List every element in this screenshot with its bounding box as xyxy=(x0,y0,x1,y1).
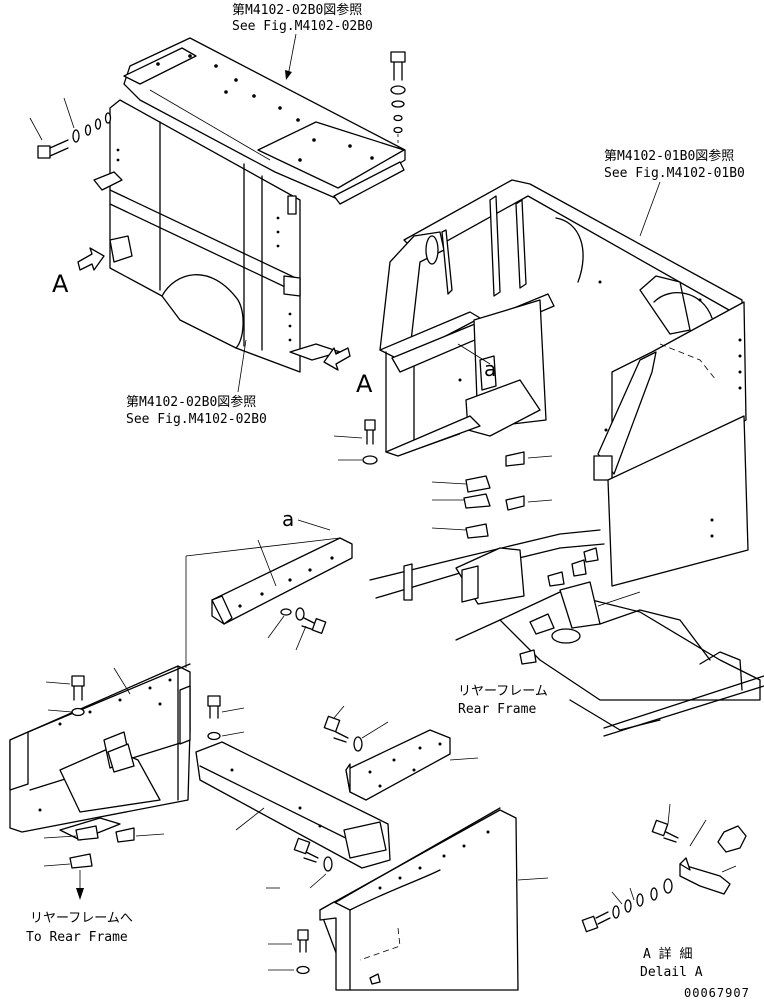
bolt-left-horizontal xyxy=(29,97,112,159)
ref-mid-jp: 第M4102-02B0図参照 xyxy=(126,394,256,410)
guide-line-2 xyxy=(185,537,341,557)
detail-a-drawing xyxy=(581,803,747,933)
drawing-number: 00067907 xyxy=(684,986,750,1000)
rear-frame-en: Rear Frame xyxy=(458,702,536,717)
rear-frame-partial xyxy=(369,529,764,737)
lower-left-box xyxy=(9,663,191,841)
lower-center-beam xyxy=(195,741,391,869)
to-rear-frame-en: To Rear Frame xyxy=(26,930,128,945)
ref-right-en: See Fig.M4102-01B0 xyxy=(604,166,745,181)
leader-arrow xyxy=(285,70,292,80)
lower-right-fender xyxy=(319,807,549,991)
bolt-frame-left xyxy=(333,419,378,465)
detail-a-ref: a xyxy=(282,507,294,531)
bolt-lower-left xyxy=(45,675,85,717)
to-rear-frame-jp: リヤーフレームへ xyxy=(30,911,133,926)
ref-mid-en: See Fig.M4102-02B0 xyxy=(126,412,267,427)
bolt-upper-bracket xyxy=(267,607,327,651)
bolt-fender xyxy=(268,929,310,975)
shim-lower-left xyxy=(43,825,165,900)
bolt-lower-mid xyxy=(266,837,333,889)
leader-box xyxy=(113,667,131,695)
ref-right-jp: 第M4102-01B0図参照 xyxy=(604,148,734,164)
shim-stack-center xyxy=(431,451,553,539)
bolt-lower-center xyxy=(207,695,245,741)
detail-a-jp: A 詳 細 xyxy=(643,946,692,962)
view-arrow-right: A xyxy=(323,347,373,398)
ref-top-en: See Fig.M4102-02B0 xyxy=(232,19,373,34)
small-bracket xyxy=(345,729,479,801)
leader-top-ref xyxy=(287,33,297,77)
view-arrow-left: A xyxy=(52,247,105,298)
leader-right-ref xyxy=(639,181,661,237)
top-cover-plate xyxy=(123,37,406,205)
bolt-right-bracket xyxy=(323,705,389,752)
view-a-left: A xyxy=(52,270,69,298)
detail-a-mark: a xyxy=(484,357,496,381)
detail-a-en: Delail A xyxy=(640,965,703,980)
ref-top-jp: 第M4102-02B0図参照 xyxy=(232,2,362,18)
bolt-stack-top-right xyxy=(390,51,406,148)
rear-frame-jp: リヤーフレーム xyxy=(458,684,548,699)
leader-mid-ref xyxy=(237,339,247,393)
left-cab-wall xyxy=(93,99,341,373)
leader-a-ref xyxy=(297,519,331,531)
main-frame-assembly xyxy=(379,179,749,587)
view-a-right: A xyxy=(356,370,373,398)
leader-a-mark xyxy=(457,343,491,365)
